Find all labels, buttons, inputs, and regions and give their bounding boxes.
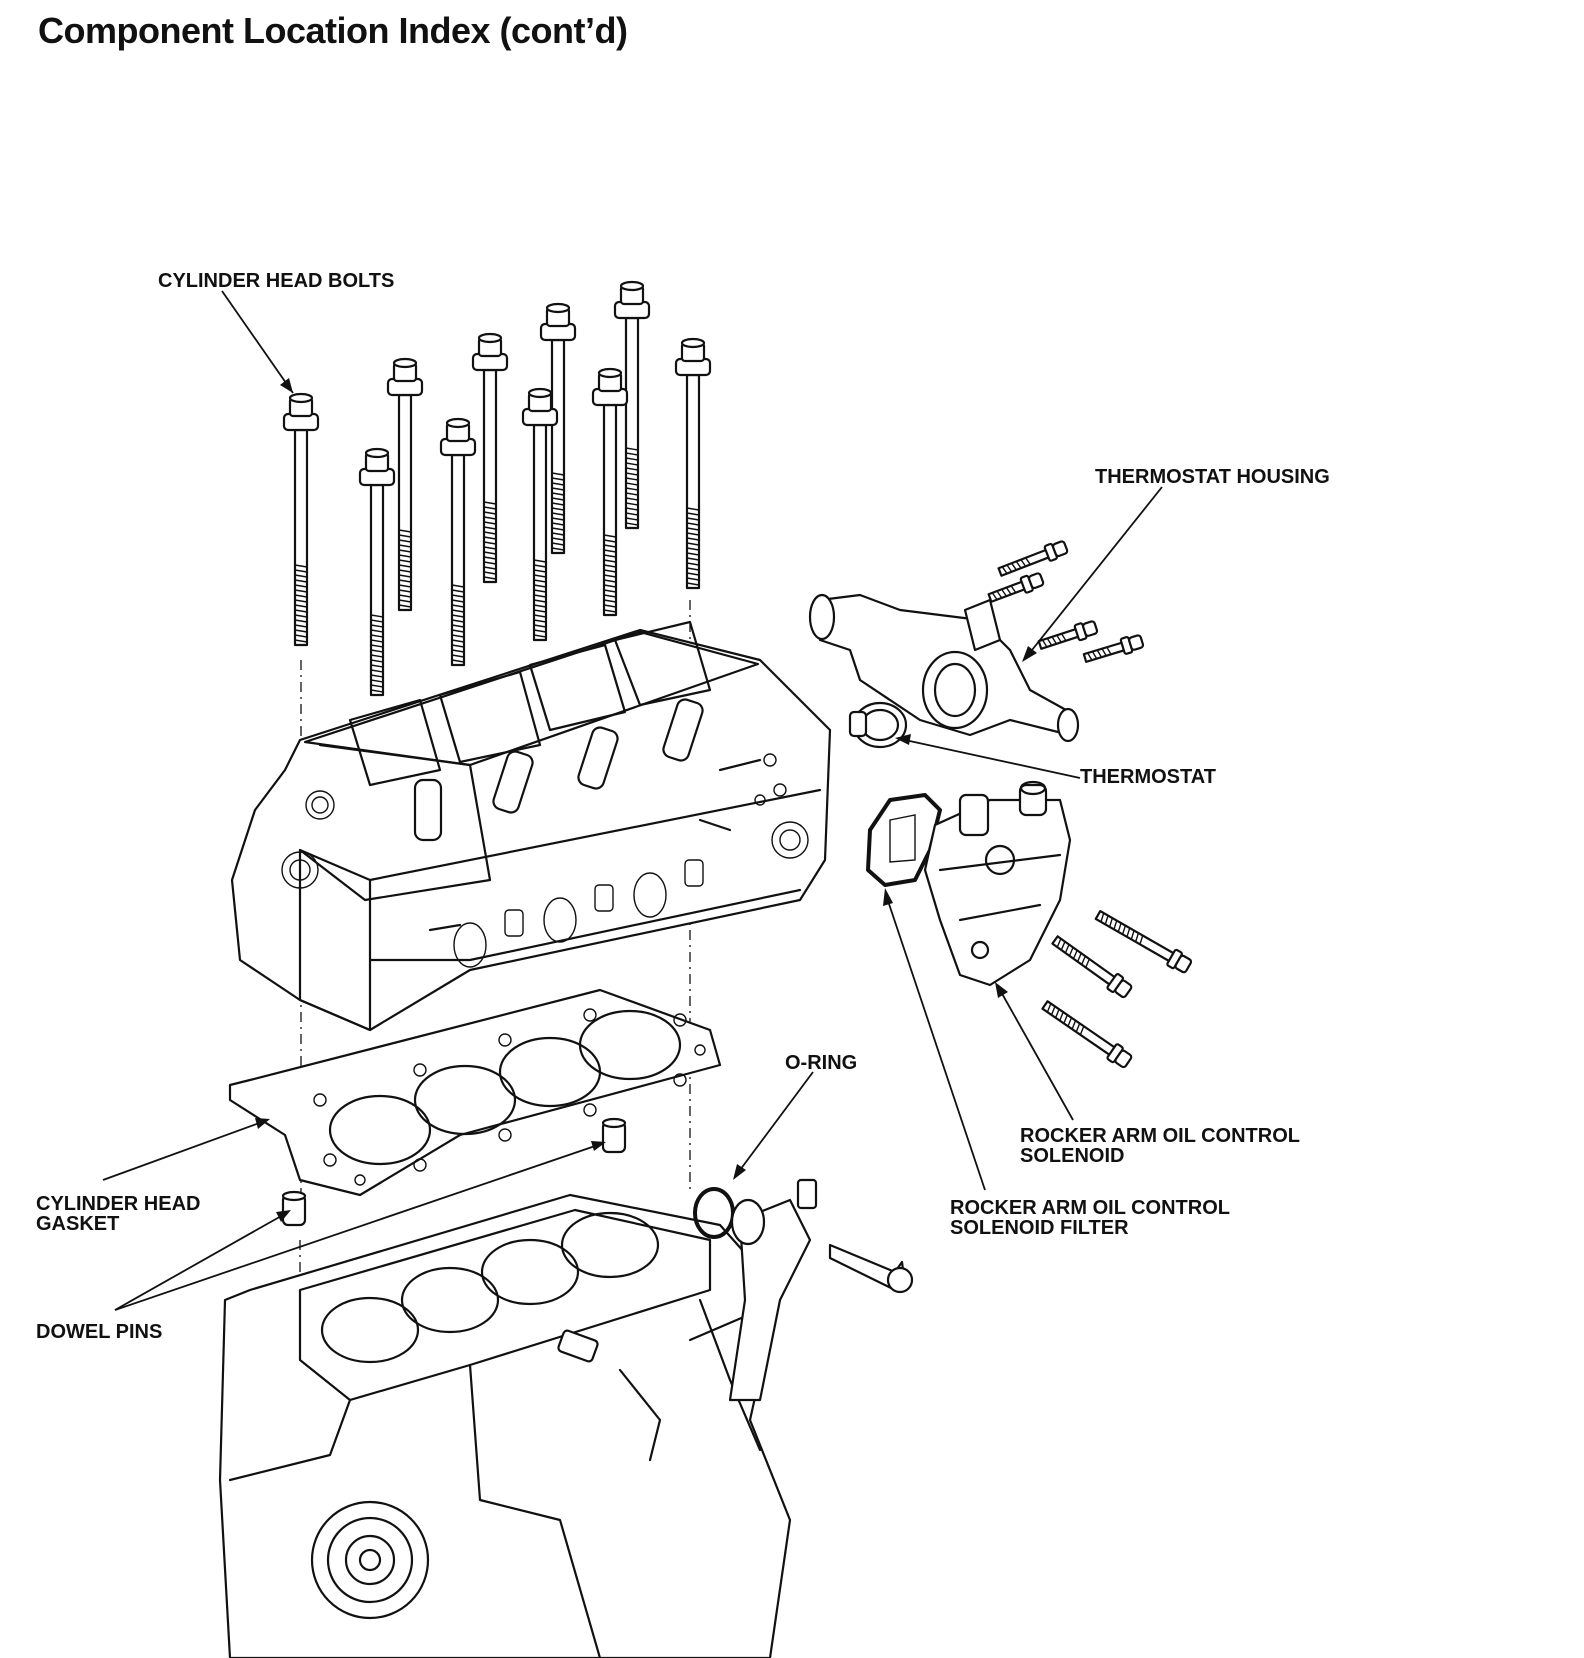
thermostat <box>848 701 908 749</box>
label-line: SOLENOID FILTER <box>950 1217 1129 1239</box>
label-thermostat: THERMOSTAT <box>1080 766 1216 788</box>
bolt <box>1041 1000 1133 1069</box>
cylinder-head-bolt <box>521 387 559 642</box>
rocker-arm-oil-control-solenoid <box>923 780 1193 1069</box>
label-line: ROCKER ARM OIL CONTROL <box>1020 1125 1300 1147</box>
cylinder-head-bolt <box>358 447 396 697</box>
thermostat-housing <box>808 540 1145 743</box>
cylinder-head <box>230 620 832 1032</box>
bolt <box>1037 620 1099 650</box>
cylinder-head-bolt <box>471 332 509 584</box>
engine-block <box>218 1193 792 1658</box>
cylinder-head-bolt <box>439 417 477 667</box>
cylinder-head-bolt <box>591 367 629 617</box>
cylinder-head-bolt <box>282 392 320 647</box>
cylinder-head-bolt <box>674 337 712 590</box>
cylinder-head-bolt <box>539 302 577 555</box>
coolant-pipe <box>728 1178 914 1402</box>
cylinder-head-bolt <box>613 280 651 530</box>
cylinder-head-bolts <box>282 280 712 697</box>
label-line: CYLINDER HEAD <box>36 1193 201 1215</box>
bolt <box>1094 909 1193 974</box>
label-cylinder-head-bolts: CYLINDER HEAD BOLTS <box>158 270 395 292</box>
dowel-pins <box>281 1117 627 1227</box>
bolt <box>997 540 1069 577</box>
bolt <box>987 572 1045 603</box>
label-line: ROCKER ARM OIL CONTROL <box>950 1197 1230 1219</box>
page-title: Component Location Index (cont’d) <box>38 10 628 51</box>
rocker-arm-solenoid-filter <box>866 793 942 887</box>
label-dowel-pins: DOWEL PINS <box>36 1321 163 1343</box>
cylinder-head-gasket <box>228 988 722 1197</box>
leader-lines <box>102 290 1163 1311</box>
label-thermostat-housing: THERMOSTAT HOUSING <box>1095 466 1330 488</box>
bolt <box>1051 935 1133 999</box>
label-line: GASKET <box>36 1213 120 1235</box>
label-rocker-arm-oil-control-solenoid: ROCKER ARM OIL CONTROL SOLENOID <box>1020 1126 1300 1166</box>
label-cylinder-head-gasket: CYLINDER HEAD GASKET <box>36 1194 200 1234</box>
label-line: SOLENOID <box>1020 1145 1125 1167</box>
bolt <box>1082 634 1145 663</box>
label-o-ring: O-RING <box>785 1052 858 1074</box>
cylinder-head-bolt <box>386 357 424 612</box>
label-rocker-arm-oil-control-solenoid-filter: ROCKER ARM OIL CONTROL SOLENOID FILTER <box>950 1198 1230 1238</box>
